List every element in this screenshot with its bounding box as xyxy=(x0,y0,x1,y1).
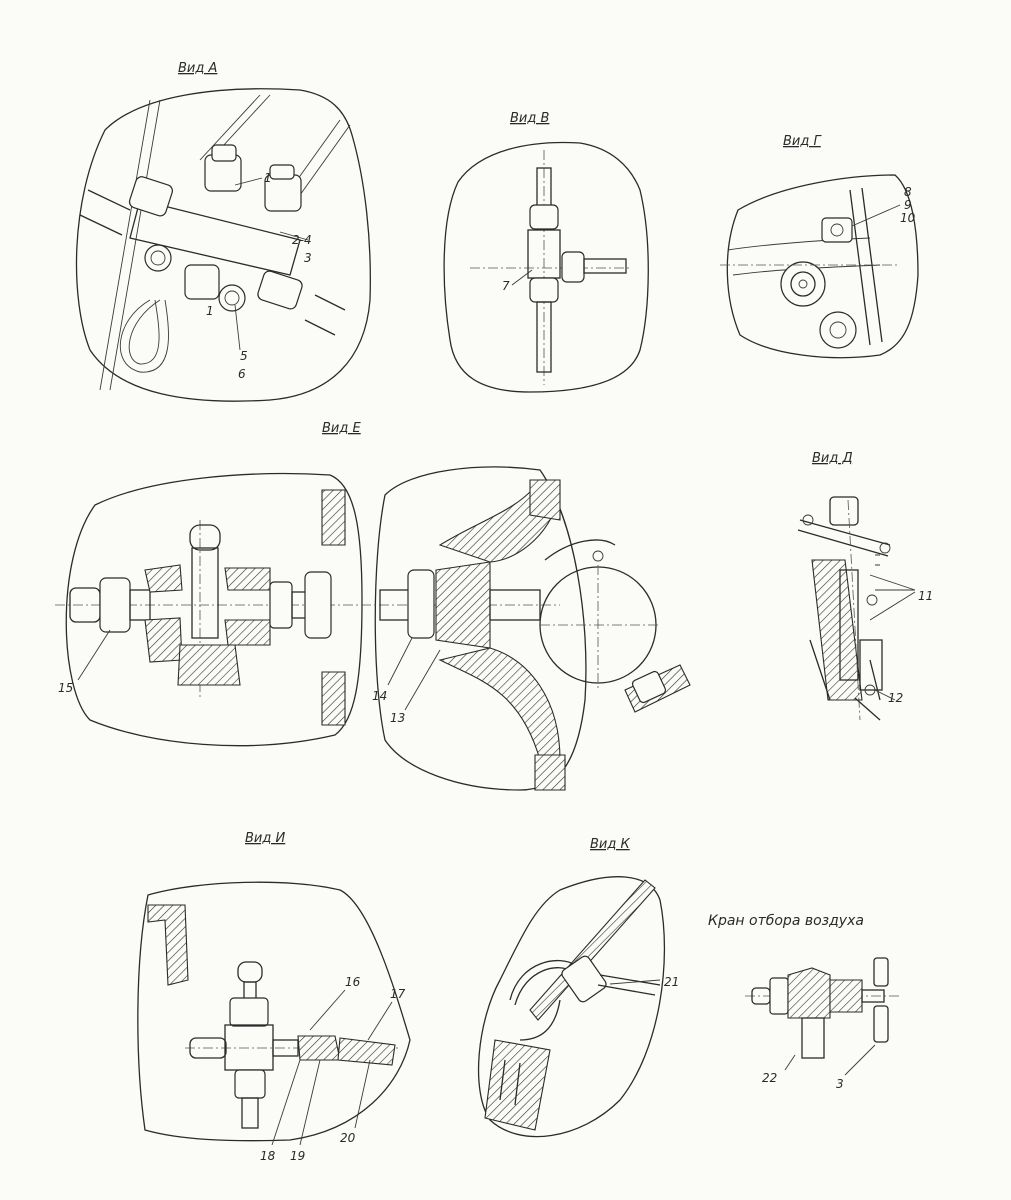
callout-6: 6 xyxy=(238,367,246,381)
view-v-title: Вид В xyxy=(510,111,549,126)
callout-3: 3 xyxy=(304,251,312,265)
callout-7: 7 xyxy=(502,279,510,293)
air-bleed-valve-body xyxy=(751,957,889,1059)
view-i-title: Вид И xyxy=(245,831,285,846)
view-e-outline-left xyxy=(65,472,363,747)
view-i-outline xyxy=(137,881,411,1142)
view-k-outline xyxy=(477,876,666,1138)
view-i: Вид И 16 17 18 19 20 xyxy=(137,831,411,1163)
callout-9: 9 xyxy=(904,198,912,212)
callout-10: 10 xyxy=(900,211,916,225)
callout-12: 12 xyxy=(888,691,903,705)
callout-1-top: 1 xyxy=(264,171,272,185)
view-d-assembly xyxy=(797,496,891,721)
view-e-title: Вид Е xyxy=(322,421,361,436)
view-e-fittings xyxy=(69,479,691,791)
view-a-pipes xyxy=(99,94,351,391)
view-k: Вид К 21 xyxy=(477,837,679,1138)
callout-11: 11 xyxy=(918,589,933,603)
callout-19: 19 xyxy=(290,1149,305,1163)
callout-valve-3: 3 xyxy=(836,1077,844,1091)
view-i-valve xyxy=(189,961,396,1129)
view-g-title: Вид Г xyxy=(783,134,822,149)
callout-14: 14 xyxy=(372,689,387,703)
view-a-title: Вид А xyxy=(178,61,217,76)
callout-18: 18 xyxy=(260,1149,276,1163)
view-g-outline xyxy=(726,174,919,359)
view-d: Вид Д 11 12 xyxy=(797,451,933,721)
view-a-callouts: 1 2-4 5 6 1 3 xyxy=(206,171,312,381)
air-bleed-valve-title: Кран отбора воздуха xyxy=(708,913,864,929)
callout-15: 15 xyxy=(58,681,73,695)
air-bleed-valve: Кран отбора воздуха 22 3 xyxy=(708,913,900,1091)
callout-22: 22 xyxy=(762,1071,777,1085)
view-a-outline xyxy=(75,88,371,402)
callout-1-bottom: 1 xyxy=(206,304,214,318)
callout-20: 20 xyxy=(340,1131,356,1145)
callout-21: 21 xyxy=(664,975,679,989)
view-a-manifold xyxy=(79,144,346,336)
view-v-outline xyxy=(443,141,649,393)
callout-13: 13 xyxy=(390,711,405,725)
view-e: Вид Е xyxy=(55,421,691,791)
callout-8: 8 xyxy=(904,185,912,199)
view-d-title: Вид Д xyxy=(812,451,853,466)
view-v-tee xyxy=(527,167,627,373)
view-k-fitting xyxy=(484,955,661,1131)
callout-2-4: 2-4 xyxy=(292,233,312,247)
view-a: Вид А 1 2-4 xyxy=(75,61,371,402)
view-k-title: Вид К xyxy=(590,837,630,852)
view-v: Вид В 7 xyxy=(443,111,649,393)
callout-17: 17 xyxy=(390,987,406,1001)
callout-5: 5 xyxy=(240,349,248,363)
callout-16: 16 xyxy=(345,975,361,989)
view-g: Вид Г 8 9 10 xyxy=(720,134,919,359)
